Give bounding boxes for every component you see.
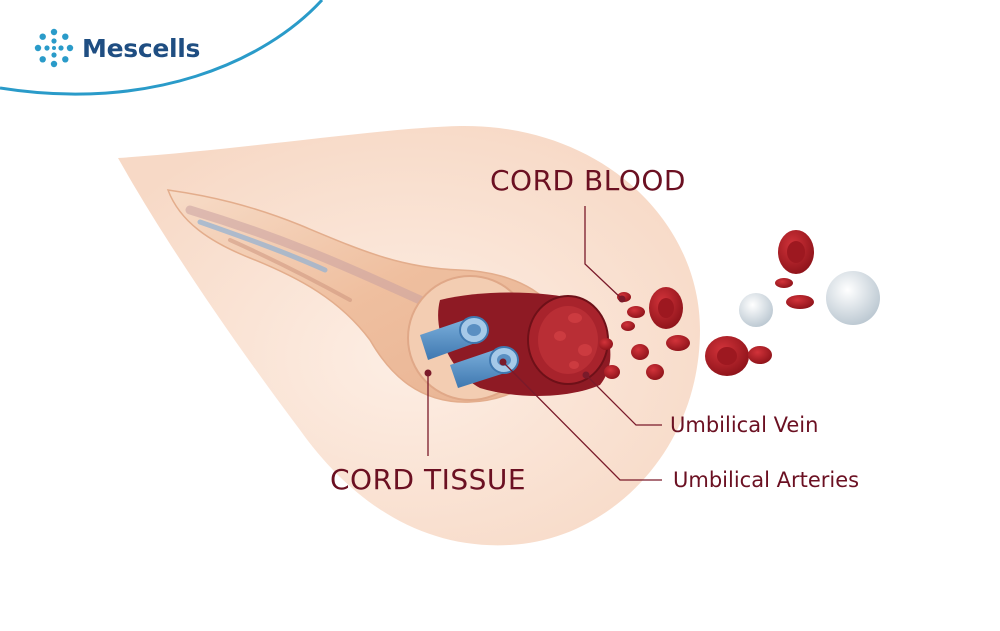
red-blood-cell: [578, 344, 592, 356]
red-blood-cell: [778, 230, 814, 274]
red-blood-cell: [786, 295, 814, 309]
label-umbilical-vein: Umbilical Vein: [670, 413, 819, 437]
leader-cord-blood: [584, 206, 623, 300]
red-blood-cell: [568, 313, 582, 323]
brand-name: Mescells: [82, 33, 201, 63]
brand-logo[interactable]: Mescells: [34, 28, 200, 68]
red-blood-cell: [621, 321, 635, 331]
white-blood-cell: [739, 293, 773, 327]
red-blood-cell: [554, 331, 566, 341]
cell-cluster-icon: [34, 28, 74, 68]
red-blood-cell: [649, 287, 683, 329]
label-cord-tissue: CORD TISSUE: [330, 463, 527, 496]
red-blood-cell: [748, 346, 772, 364]
red-blood-cell: [705, 336, 749, 376]
label-umbilical-arteries: Umbilical Arteries: [673, 468, 860, 492]
red-blood-cell: [569, 361, 579, 369]
red-blood-cell: [666, 335, 690, 351]
red-blood-cell: [604, 365, 620, 379]
red-blood-cell: [775, 278, 793, 288]
red-blood-cell: [599, 338, 613, 350]
white-blood-cells: [739, 271, 880, 327]
red-blood-cell: [646, 364, 664, 380]
leader-umbilical-vein: [585, 374, 662, 426]
red-blood-cell: [631, 344, 649, 360]
label-cord-blood: CORD BLOOD: [490, 164, 686, 197]
white-blood-cell: [826, 271, 880, 325]
leader-lines: [424, 206, 662, 481]
red-blood-cell: [627, 306, 645, 318]
header-swoosh: [0, 0, 324, 96]
leader-umbilical-arteries: [502, 361, 662, 481]
red-blood-cells: [554, 230, 814, 380]
